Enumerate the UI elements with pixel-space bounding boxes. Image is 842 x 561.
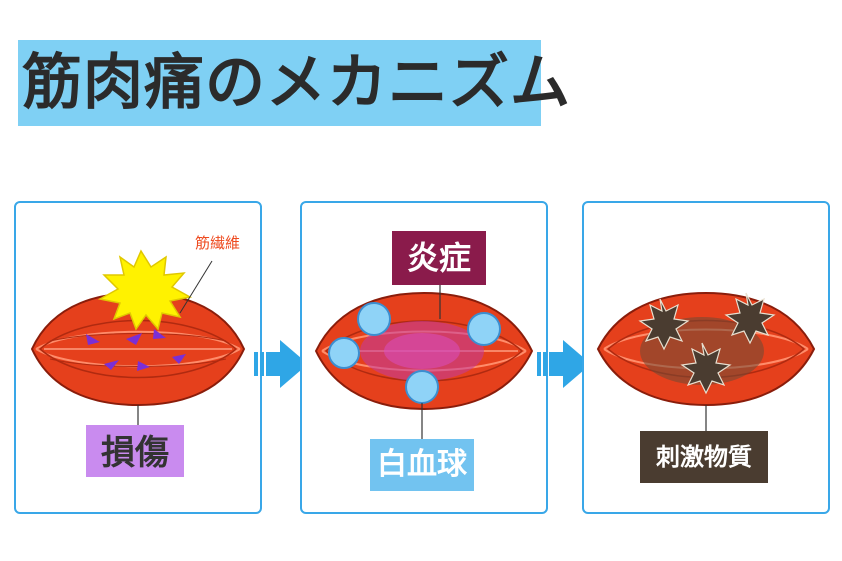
burst-icon [97, 249, 193, 331]
stimulus-star-icon [638, 292, 776, 395]
muscle-damage-illustration [30, 249, 246, 477]
arrow-right-icon [254, 340, 308, 388]
muscle-stimulus-illustration [596, 291, 816, 483]
inflammation-callout-box [392, 231, 486, 285]
white-blood-cell-icon [328, 302, 501, 404]
stimulus-label-box [640, 431, 768, 483]
inflammation-label: 炎症 [406, 239, 471, 277]
damage-tears [86, 329, 186, 371]
stimulus-label: 刺激物質 [656, 443, 752, 471]
muscle-inflammation-illustration [314, 231, 534, 491]
fiber-annotation: 筋繊維 [195, 234, 241, 252]
wbc-label-box [370, 439, 474, 491]
damage-label-box [86, 425, 184, 477]
annotation-leader [179, 260, 213, 314]
damage-label: 損傷 [101, 433, 169, 473]
wbc-label: 白血球 [377, 447, 467, 482]
title-banner [18, 40, 541, 126]
page-title: 筋肉痛のメカニズム [22, 48, 571, 118]
arrow-right-icon [537, 340, 591, 388]
